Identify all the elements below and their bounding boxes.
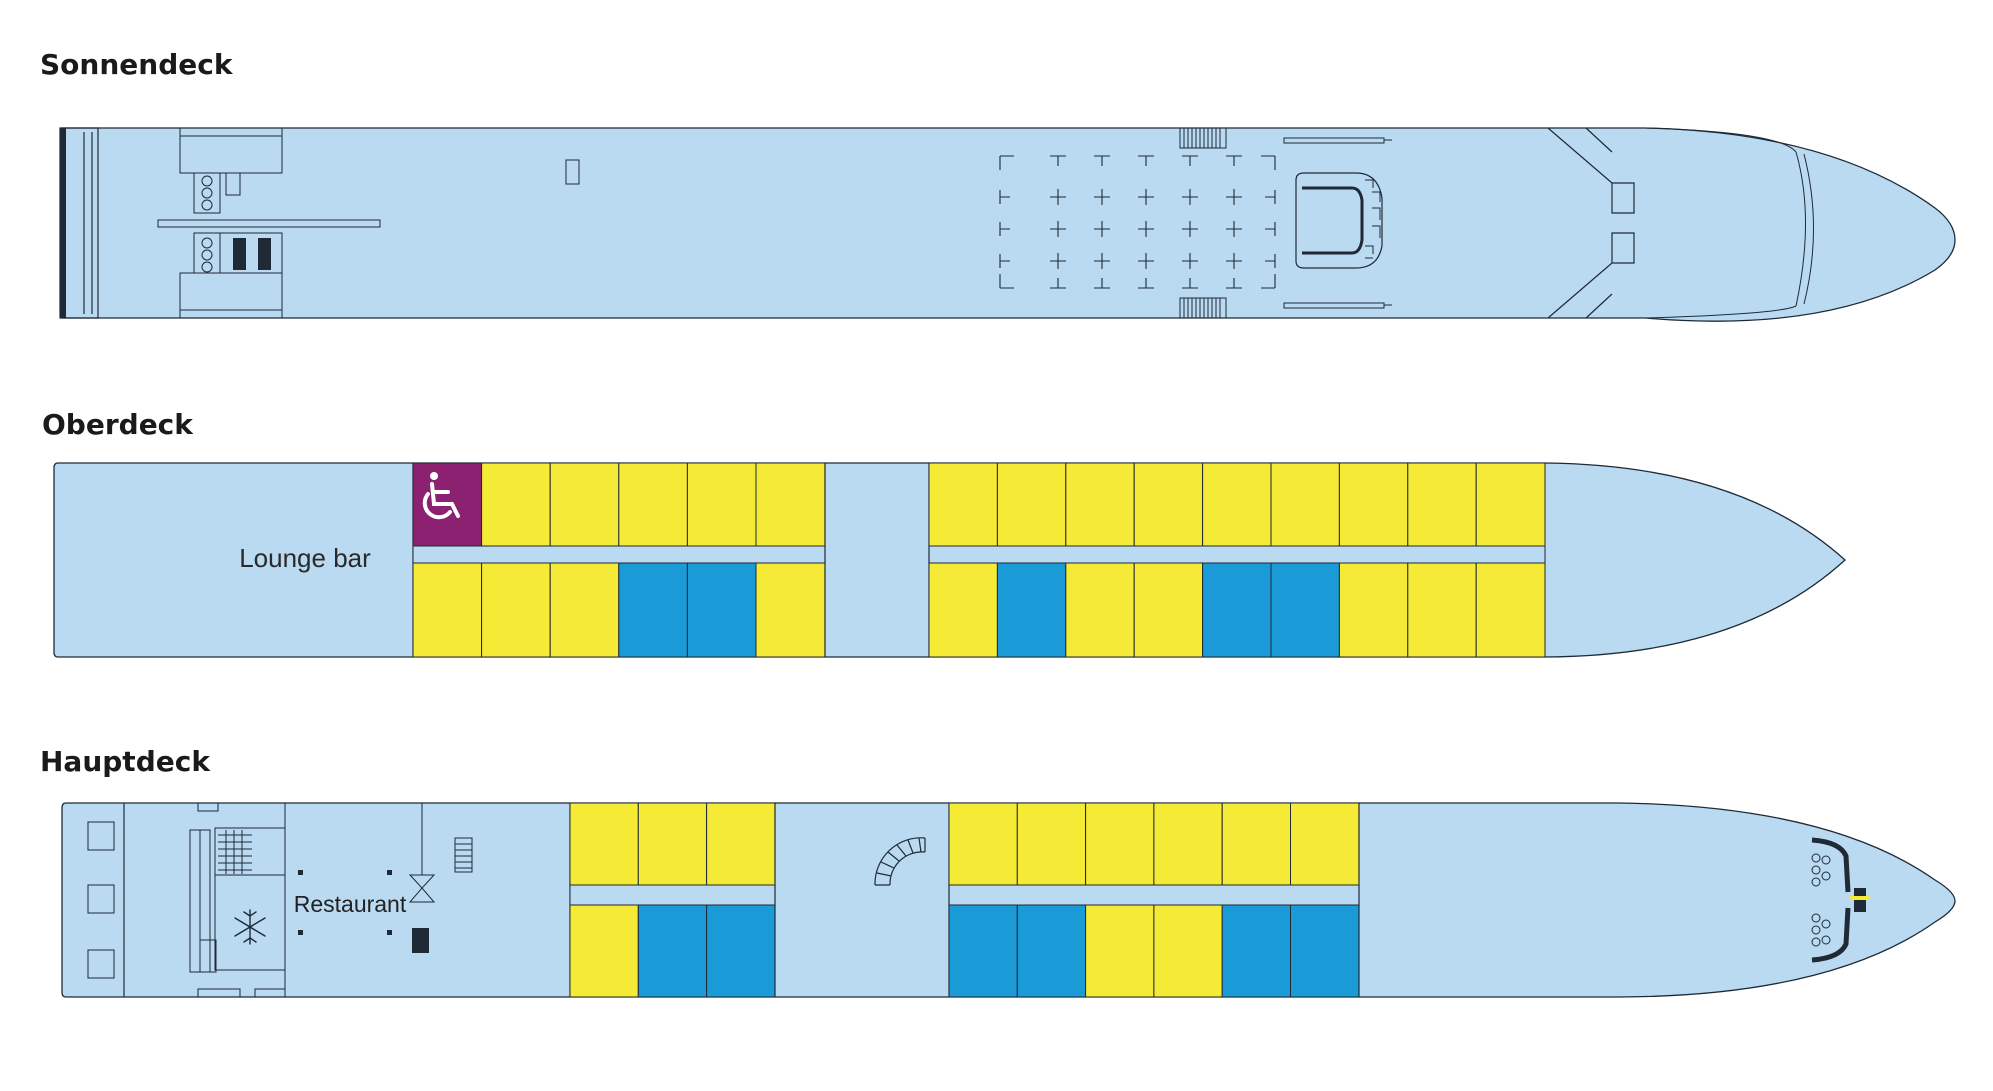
restaurant-fixtures [298,803,473,953]
cabin[interactable] [1065,562,1135,658]
cabin[interactable] [706,904,776,998]
hatch [565,159,580,185]
deck-title-sonnendeck: Sonnendeck [40,48,233,81]
stern-bumper [60,128,66,318]
cabin[interactable] [1407,562,1477,658]
crane-arms [1283,137,1392,309]
cabin[interactable] [1133,562,1204,658]
cabin[interactable] [1290,802,1360,886]
cabin[interactable] [928,562,998,658]
cabin[interactable] [637,802,708,886]
cabin[interactable] [996,462,1067,547]
cabin[interactable] [948,904,1018,998]
corridor-fore [928,545,1546,564]
cabin[interactable] [1202,462,1272,547]
cabin-block-hauptdeck-1 [569,802,776,998]
corridor-fore [948,884,1360,906]
cabin[interactable] [481,462,551,547]
cabin[interactable] [1202,562,1272,658]
deck-title-oberdeck: Oberdeck [42,408,193,441]
cabin[interactable] [549,462,620,547]
cabin[interactable] [549,562,620,658]
cabin[interactable] [1153,802,1223,886]
cabin[interactable] [755,462,826,547]
corridor-aft [412,545,826,564]
cabin[interactable] [686,462,757,547]
cabin[interactable] [1290,904,1360,998]
cabin[interactable] [618,462,688,547]
wheelhouse [157,127,381,319]
cabin[interactable] [1270,462,1340,547]
cabin[interactable] [1085,904,1155,998]
cabin[interactable] [1475,462,1546,547]
cabin[interactable] [412,562,483,658]
cabin[interactable] [1016,904,1087,998]
cabin[interactable] [1133,462,1204,547]
gangway-grate [1179,127,1227,319]
bow-railing [1547,127,1814,319]
cabin[interactable] [755,562,826,658]
cabin-block-hauptdeck-2 [948,802,1360,998]
cabin[interactable] [569,904,639,998]
deck-plan-hauptdeck: Restaurant [61,802,1956,998]
anchor-winch-icon [1811,837,1870,963]
deck-title-hauptdeck: Hauptdeck [40,745,210,778]
cabin-block-oberdeck-2 [928,462,1546,658]
cabin[interactable] [1270,562,1340,658]
cabin-block-oberdeck-1 [412,462,826,658]
cabin[interactable] [996,562,1067,658]
sonnendeck-hull [61,127,1956,322]
cabin[interactable] [569,802,639,886]
restaurant-label: Restaurant [294,891,407,917]
cabin[interactable] [1338,462,1409,547]
cabin[interactable] [706,802,776,886]
cabin[interactable] [928,462,998,547]
cabin[interactable] [618,562,688,658]
deck-chairs [999,155,1276,289]
cabin[interactable] [1085,802,1155,886]
cabin[interactable] [1016,802,1087,886]
snowflake-icon [234,909,266,945]
lounge-bar-label: Lounge bar [239,543,371,573]
cabin[interactable] [686,562,757,658]
galley [189,802,286,998]
cabin[interactable] [948,802,1018,886]
cabin[interactable] [1221,802,1291,886]
cabin[interactable] [1153,904,1223,998]
cabin[interactable] [1065,462,1135,547]
cabin[interactable] [1475,562,1546,658]
corridor-aft [569,884,776,906]
pool-structure [1295,172,1383,269]
deck-plan-sonnendeck [59,127,1956,322]
cabin[interactable] [637,904,708,998]
stern-windows [87,803,125,997]
cabin[interactable] [1338,562,1409,658]
deck-plan-oberdeck: Lounge bar [53,462,1846,658]
cabin[interactable] [1221,904,1291,998]
wheelchair-icon [422,472,460,520]
staircase-icon [874,837,926,886]
cabin[interactable] [481,562,551,658]
cabin[interactable] [1407,462,1477,547]
